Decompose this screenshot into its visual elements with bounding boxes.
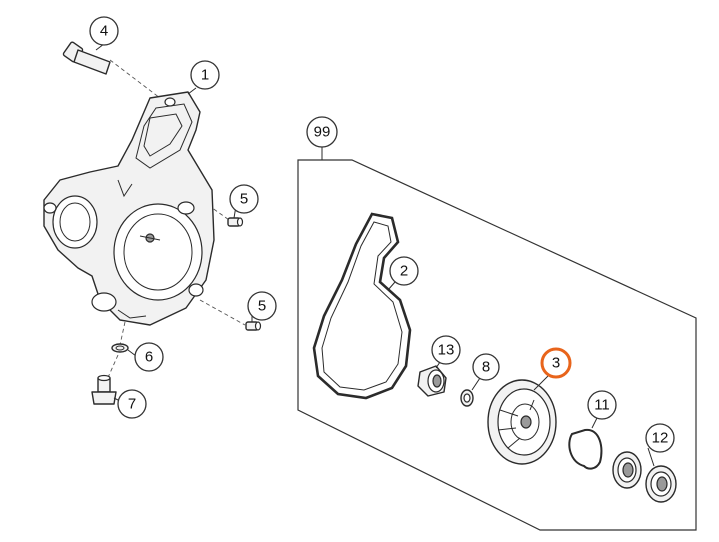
washer-part-6 [111, 343, 129, 353]
ring-part-8 [460, 389, 474, 407]
callout-2[interactable]: 2 [389, 256, 419, 286]
callout-5-lower[interactable]: 5 [247, 291, 277, 321]
svg-text:13: 13 [438, 342, 455, 359]
pump-cover-part-1 [43, 91, 215, 326]
svg-text:2: 2 [400, 263, 408, 280]
callout-7[interactable]: 7 [117, 389, 147, 419]
svg-text:12: 12 [652, 430, 669, 447]
svg-text:4: 4 [100, 23, 108, 40]
screw-part-5-lower [245, 321, 262, 331]
callout-5-upper[interactable]: 5 [229, 184, 259, 214]
callout-4[interactable]: 4 [89, 16, 119, 46]
gasket-part-2 [312, 212, 412, 400]
callout-6[interactable]: 6 [134, 342, 164, 372]
svg-text:6: 6 [145, 349, 153, 366]
callout-8[interactable]: 8 [472, 353, 500, 381]
svg-text:5: 5 [240, 191, 248, 208]
callout-3-highlighted[interactable]: 3 [540, 347, 572, 379]
bearing-part-12-b [645, 465, 677, 503]
callout-11[interactable]: 11 [587, 390, 617, 420]
svg-text:3: 3 [552, 355, 560, 372]
circlip-part-11 [568, 428, 603, 470]
callout-1[interactable]: 1 [190, 60, 220, 90]
svg-text:1: 1 [201, 67, 209, 84]
screw-axis-line-lower [199, 299, 246, 326]
bolt-part-4 [62, 41, 111, 75]
leader-lines [95, 43, 655, 467]
bolt-axis-line [109, 59, 161, 99]
screw-part-5-upper [227, 217, 244, 227]
callout-12[interactable]: 12 [645, 423, 675, 453]
kit-frame [297, 159, 697, 531]
gasket-part-2-inner [321, 221, 403, 391]
bearing-part-12-a [612, 451, 642, 489]
impeller-part-3 [487, 379, 557, 465]
svg-text:11: 11 [594, 397, 610, 414]
bushing-part-13 [417, 365, 447, 397]
svg-text:8: 8 [482, 359, 490, 376]
plug-part-7 [91, 374, 117, 405]
washer-axis-line [119, 321, 126, 346]
svg-text:99: 99 [314, 124, 331, 141]
svg-text:7: 7 [128, 396, 136, 413]
callout-99[interactable]: 99 [306, 116, 338, 148]
svg-text:5: 5 [258, 298, 266, 315]
callout-13[interactable]: 13 [431, 335, 461, 365]
